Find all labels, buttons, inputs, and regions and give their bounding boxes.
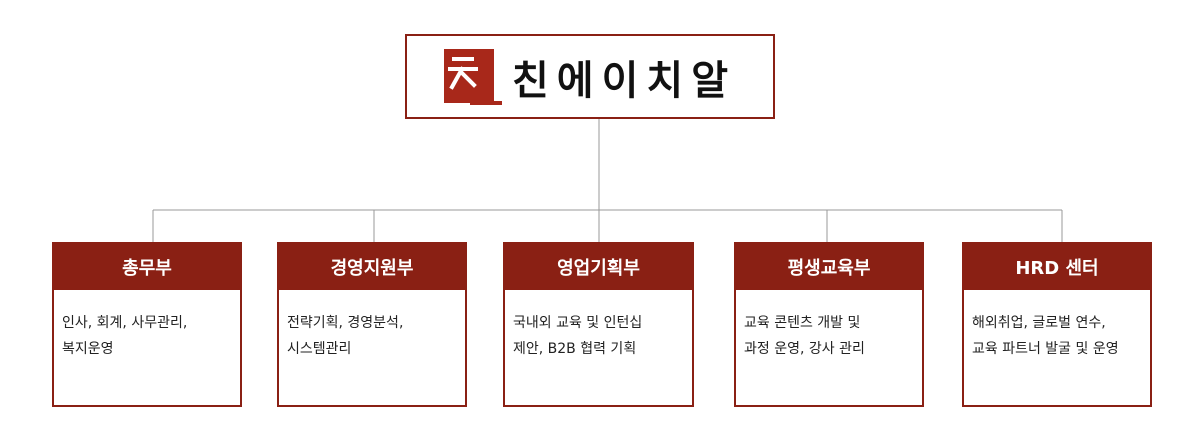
dept-duty-line: 복지운영 — [62, 341, 114, 357]
company-root-box: 친에이치알 — [405, 34, 775, 119]
dept-box-general-affairs: 총무부 인사, 회계, 사무관리, 복지운영 — [52, 242, 242, 407]
dept-duty-line: 전략기획, 경영분석, — [287, 315, 404, 331]
dept-duties: 국내외 교육 및 인턴십 제안, B2B 협력 기획 — [505, 290, 692, 362]
dept-duties: 해외취업, 글로벌 연수, 교육 파트너 발굴 및 운영 — [964, 290, 1150, 362]
dept-title: 총무부 — [54, 244, 240, 290]
dept-duty-line: 제안, B2B 협력 기획 — [513, 341, 637, 357]
dept-duties: 전략기획, 경영분석, 시스템관리 — [279, 290, 465, 362]
dept-box-hrd-center: HRD 센터 해외취업, 글로벌 연수, 교육 파트너 발굴 및 운영 — [962, 242, 1152, 407]
dept-duty-line: 해외취업, 글로벌 연수, — [972, 315, 1106, 331]
dept-title: 경영지원부 — [279, 244, 465, 290]
dept-duty-line: 교육 콘텐츠 개발 및 — [744, 315, 861, 331]
dept-duty-line: 인사, 회계, 사무관리, — [62, 315, 188, 331]
dept-box-management-support: 경영지원부 전략기획, 경영분석, 시스템관리 — [277, 242, 467, 407]
dept-duty-line: 국내외 교육 및 인턴십 — [513, 315, 643, 331]
dept-title: HRD 센터 — [964, 244, 1150, 290]
dept-title: 평생교육부 — [736, 244, 922, 290]
dept-box-lifelong-education: 평생교육부 교육 콘텐츠 개발 및 과정 운영, 강사 관리 — [734, 242, 924, 407]
dept-duty-line: 시스템관리 — [287, 341, 352, 357]
dept-box-sales-planning: 영업기획부 국내외 교육 및 인턴십 제안, B2B 협력 기획 — [503, 242, 694, 407]
dept-title: 영업기획부 — [505, 244, 692, 290]
dept-duty-line: 과정 운영, 강사 관리 — [744, 341, 865, 357]
dept-duty-line: 교육 파트너 발굴 및 운영 — [972, 341, 1119, 357]
dept-duties: 인사, 회계, 사무관리, 복지운영 — [54, 290, 240, 362]
dept-duties: 교육 콘텐츠 개발 및 과정 운영, 강사 관리 — [736, 290, 922, 362]
company-logo — [444, 48, 502, 105]
company-name: 친에이치알 — [512, 57, 736, 104]
